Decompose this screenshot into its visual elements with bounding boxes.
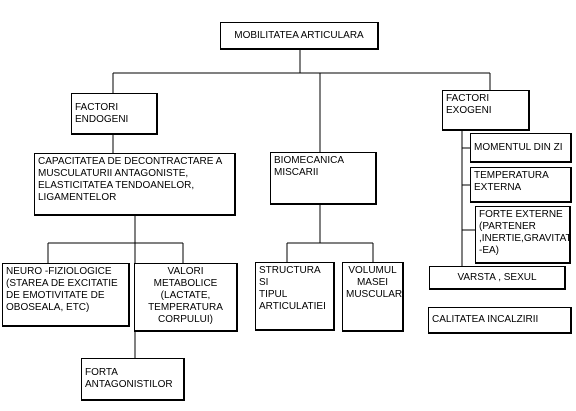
calitatea-label: CALITATEA INCALZIRII (432, 314, 539, 325)
valori-label: VALORI METABOLICE (LACTATE, TEMPERATURA … (148, 266, 223, 325)
node-capacitatea: CAPACITATEA DE DECONTRACTARE A MUSCULATU… (34, 153, 236, 216)
node-factori-endogeni: FACTORI ENDOGENI (71, 93, 158, 135)
node-volumul-masei-musculare: VOLUMUL MASEI MUSCULARE (342, 262, 404, 332)
node-structura-articulatiei: STRUCTURA SI TIPUL ARTICULATIEI (255, 262, 335, 331)
node-momentul-din-zi: MOMENTUL DIN ZI (470, 133, 572, 163)
neuro-label: NEURO -FIZIOLOGICE (STAREA DE EXCITATIE … (6, 266, 118, 313)
varsta-label: VARSTA , SEXUL (457, 271, 537, 283)
node-forta-antagonistilor: FORTA ANTAGONISTILOR (81, 358, 185, 401)
forte-label: FORTE EXTERNE (PARTENER ,INERTIE,GRAVITA… (479, 209, 571, 256)
endogeni-label: FACTORI ENDOGENI (75, 101, 129, 125)
node-temperatura-externa: TEMPERATURA EXTERNA (470, 167, 572, 203)
node-forte-externe: FORTE EXTERNE (PARTENER ,INERTIE,GRAVITA… (475, 206, 571, 264)
node-biomecanica: BIOMECANICA MISCARII (270, 152, 377, 205)
temperatura-label: TEMPERATURA EXTERNA (474, 170, 549, 193)
node-calitatea-incalzirii: CALITATEA INCALZIRII (428, 307, 572, 334)
volumul-label: VOLUMUL MASEI MUSCULARE (346, 265, 404, 300)
root-label: MOBILITATEA ARTICULARA (234, 29, 364, 41)
momentul-label: MOMENTUL DIN ZI (474, 141, 563, 153)
capacitatea-label: CAPACITATEA DE DECONTRACTARE A MUSCULATU… (38, 156, 222, 203)
node-factori-exogeni: FACTORI EXOGENI (442, 90, 530, 131)
node-neuro-fiziologice: NEURO -FIZIOLOGICE (STAREA DE EXCITATIE … (2, 263, 130, 327)
forta-label: FORTA ANTAGONISTILOR (85, 367, 173, 390)
exogeni-label: FACTORI EXOGENI (446, 93, 492, 116)
biomecanica-label: BIOMECANICA MISCARII (274, 155, 345, 178)
root-node-mobilitatea: MOBILITATEA ARTICULARA (220, 22, 379, 50)
node-varsta-sexul: VARSTA , SEXUL (429, 266, 566, 290)
node-valori-metabolice: VALORI METABOLICE (LACTATE, TEMPERATURA … (134, 263, 238, 332)
structura-label: STRUCTURA SI TIPUL ARTICULATIEI (259, 265, 326, 312)
